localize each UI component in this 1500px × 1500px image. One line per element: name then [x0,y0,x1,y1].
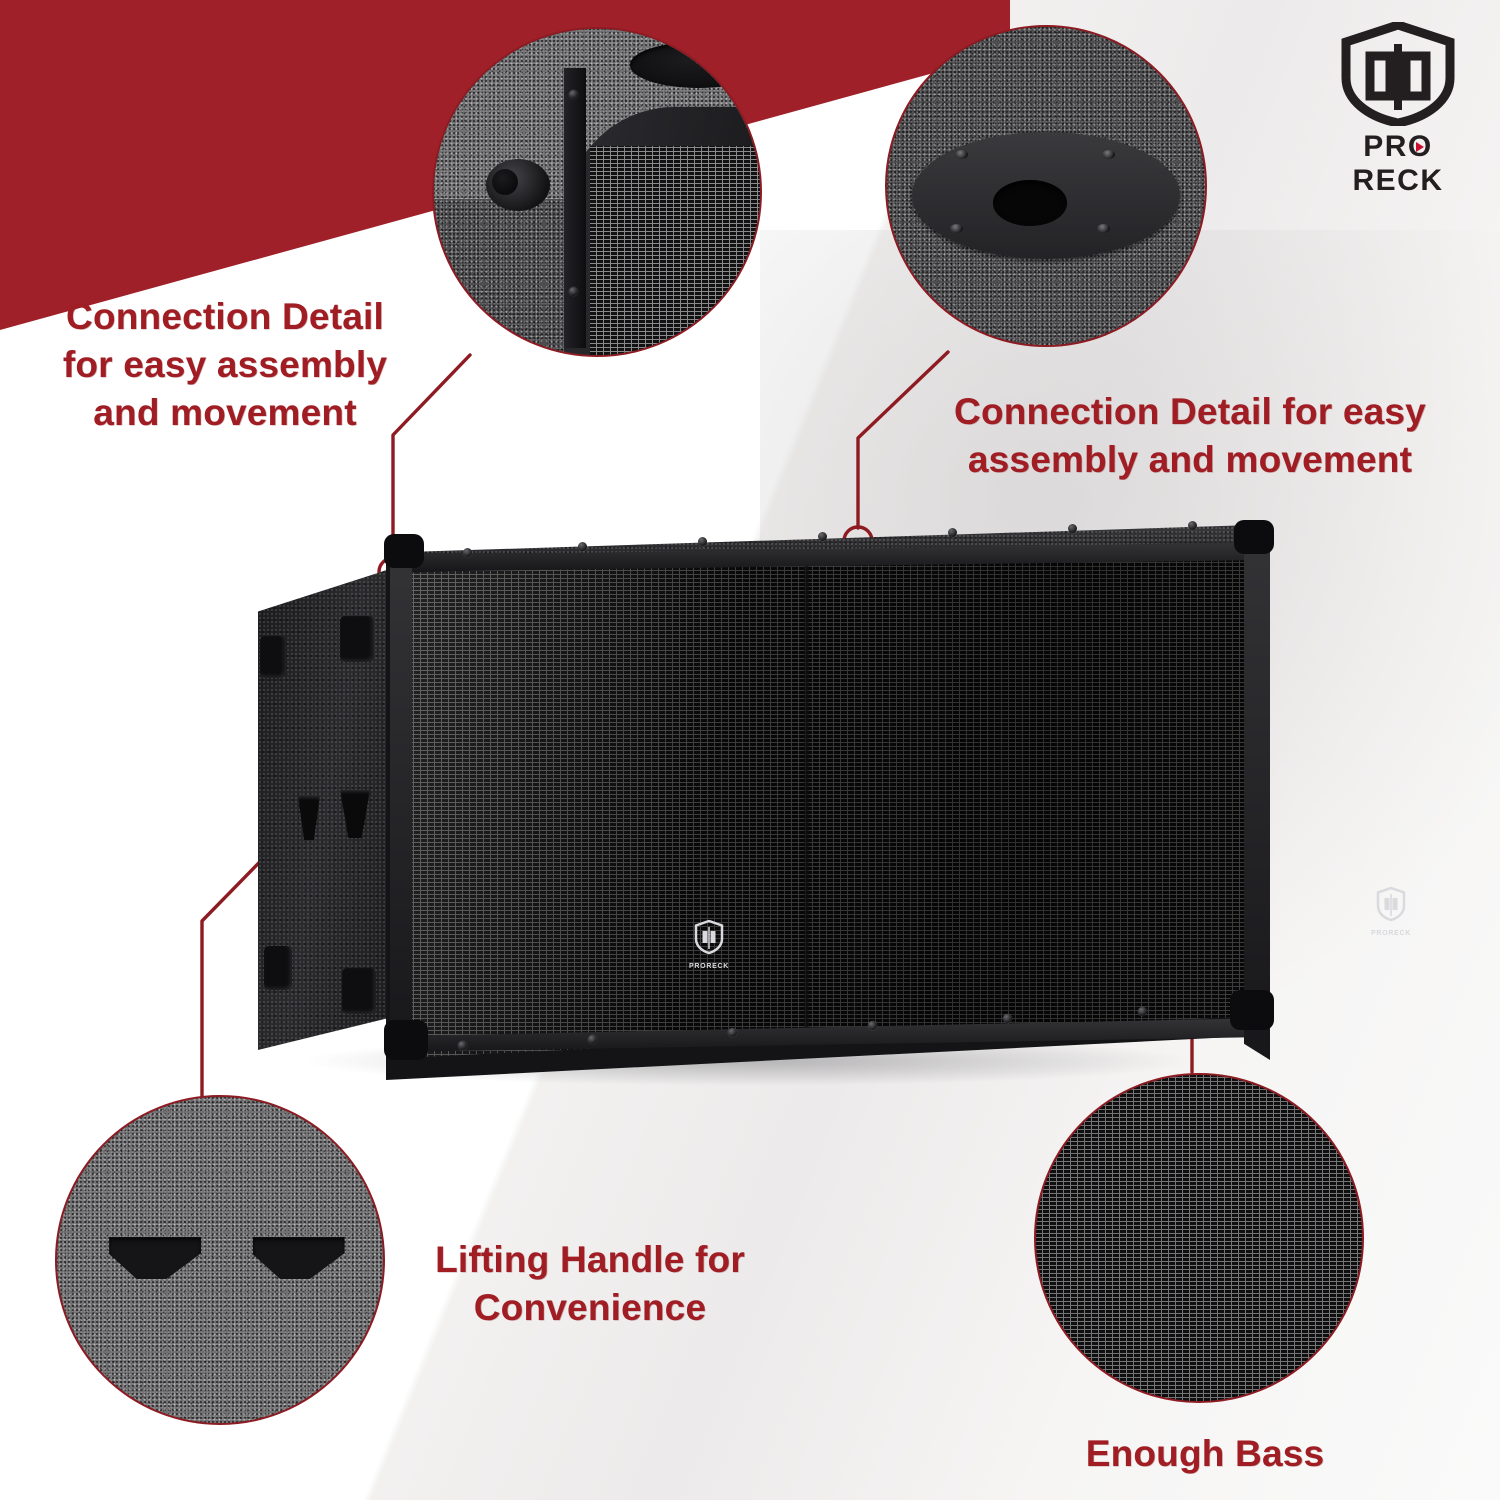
screw [1102,149,1116,159]
screw [698,537,707,546]
connector-corner-photo [434,29,760,355]
grille-center-seam [803,542,811,1059]
detail-bubble-lifting-handle [55,1095,385,1425]
product-badge-label: PRORECK [1371,930,1411,937]
rubber-foot [340,616,374,662]
product-photo: PRORECK PRORECK [258,520,1410,1100]
shield-icon-svg [1341,20,1455,128]
callout-enough-bass: Enough Bass [1085,1433,1325,1474]
corner-bracket [1230,990,1274,1030]
speaker-grille [400,542,1258,1059]
screw [1188,521,1197,530]
brand-logo: PRORECK [1318,20,1478,197]
screw [578,542,587,551]
mesh-texture [590,146,760,355]
corner-bracket [384,1020,428,1060]
screw [569,90,579,100]
pole-mount-plate [912,131,1180,260]
shield-logo-icon [1376,887,1406,921]
lifting-handle-photo [57,1097,383,1423]
screw [1068,524,1077,533]
corner-bracket [1234,520,1274,554]
product-badge-left: PRORECK [686,920,732,972]
screw [458,1041,467,1050]
product-badge-label: PRORECK [689,963,729,970]
grille-section [590,146,760,355]
screw [463,548,472,557]
screw [949,223,963,233]
callout-lifting-handle: Lifting Handle for Convenience [435,1239,745,1329]
top-handle-slot [629,42,760,88]
pole-mount-photo [887,27,1205,345]
brand-wordmark-o: O [1407,130,1433,163]
detail-bubble-connector-corner [432,27,762,357]
detail-bubble-grille-mesh [1034,1073,1364,1403]
screw [868,1021,877,1030]
carpet-texture [57,1097,383,1423]
connector-socket-icon [486,159,551,212]
grille-shading [400,542,1258,1059]
rubber-foot [342,968,376,1014]
rubber-foot [264,946,292,990]
pole-mount-hole [992,180,1068,227]
screw [588,1035,597,1044]
brand-wordmark-pr: PR [1363,130,1408,163]
screw [948,528,957,537]
brand-wordmark: PRORECK [1318,130,1478,198]
screw [955,149,969,159]
screw [1003,1014,1012,1023]
callout-connection-detail-left: Connection Detail for easy assembly and … [62,296,388,434]
callout-connection-detail-right: Connection Detail for easy assembly and … [954,391,1426,481]
shield-logo-icon [1340,20,1456,128]
shield-logo-icon [694,920,724,954]
screw [569,286,579,296]
mesh-texture [400,542,1258,1059]
corner-trim-bar [564,68,587,349]
brand-wordmark-reck: RECK [1352,164,1444,197]
rubber-foot [260,636,286,678]
detail-bubble-pole-mount [885,25,1207,347]
screw [728,1028,737,1037]
screw [818,532,827,541]
cabinet-trim-left [390,540,412,1060]
screw [1096,223,1110,233]
cabinet-trim-right [1244,520,1270,1060]
product-badge-right: PRORECK [1368,887,1414,939]
grille-mesh-photo [1036,1075,1362,1401]
corner-bracket [384,534,424,568]
handle-cutout [298,796,320,840]
screw [1138,1007,1147,1016]
mesh-texture [1036,1075,1362,1401]
